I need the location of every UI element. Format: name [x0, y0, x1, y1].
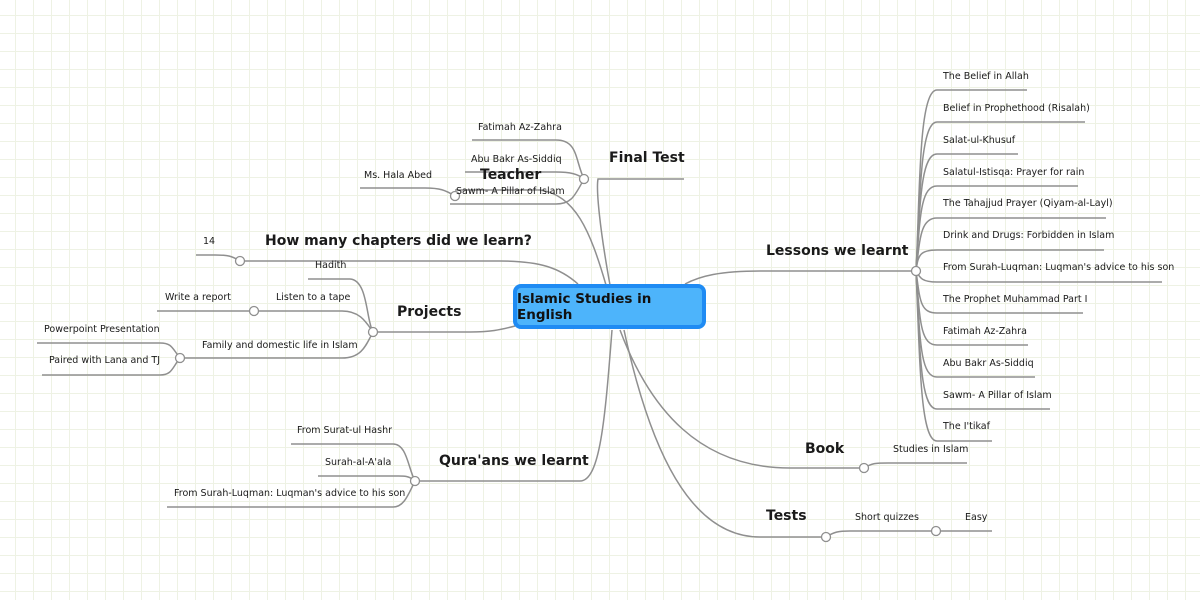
topic-chapters[interactable]: How many chapters did we learn?	[265, 233, 532, 249]
collapse-toggle-lessons[interactable]	[910, 265, 922, 277]
collapse-toggle-family[interactable]	[174, 352, 186, 364]
subtopic-teacher-1[interactable]: Ms. Hala Abed	[364, 170, 433, 181]
topic-tests[interactable]: Tests	[766, 508, 807, 524]
collapse-toggle-tests[interactable]	[820, 531, 832, 543]
edge-chapters-14	[196, 254, 241, 262]
subtopic-final-test-1[interactable]: Fatimah Az-Zahra	[478, 122, 562, 133]
subtopic-write-report[interactable]: Write a report	[165, 292, 231, 303]
collapse-toggle-projects[interactable]	[367, 326, 379, 338]
subtopic-lesson-2[interactable]: Belief in Prophethood (Risalah)	[943, 103, 1090, 114]
subtopic-lesson-9[interactable]: Fatimah Az-Zahra	[943, 326, 1027, 337]
edge-tests	[623, 329, 826, 538]
edge-qurans	[415, 329, 613, 482]
subtopic-projects-hadith[interactable]: Hadith	[315, 260, 347, 271]
subtopic-paired[interactable]: Paired with Lana and TJ	[49, 355, 161, 366]
edge-proj-hadith	[308, 278, 374, 333]
collapse-toggle-chapters[interactable]	[234, 255, 246, 267]
topic-final-test[interactable]: Final Test	[609, 150, 685, 166]
edge-book-studies	[863, 462, 967, 469]
collapse-toggle-short-quizzes[interactable]	[930, 525, 942, 537]
edge-teacher-hala	[360, 187, 456, 197]
subtopic-book-1[interactable]: Studies in Islam	[893, 444, 969, 455]
subtopic-lesson-8[interactable]: The Prophet Muhammad Part I	[943, 294, 1088, 305]
subtopic-chapters-1[interactable]: 14	[203, 236, 216, 247]
subtopic-projects-listen-tape[interactable]: Listen to a tape	[276, 292, 351, 303]
topic-teacher[interactable]: Teacher	[480, 167, 542, 183]
edge-lessons	[684, 270, 916, 285]
central-topic[interactable]: Islamic Studies in English	[513, 284, 706, 329]
collapse-toggle-listen-tape[interactable]	[248, 305, 260, 317]
subtopic-lesson-7[interactable]: From Surah-Luqman: Luqman's advice to hi…	[943, 262, 1175, 273]
subtopic-projects-family[interactable]: Family and domestic life in Islam	[202, 340, 358, 351]
subtopic-lesson-1[interactable]: The Belief in Allah	[943, 71, 1029, 82]
collapse-toggle-teacher[interactable]	[449, 190, 461, 202]
subtopic-easy[interactable]: Easy	[965, 512, 988, 523]
collapse-toggle-final-test[interactable]	[578, 173, 590, 185]
collapse-toggle-book[interactable]	[858, 462, 870, 474]
edge-final-test	[596, 178, 684, 286]
subtopic-lesson-4[interactable]: Salatul-Istisqa: Prayer for rain	[943, 167, 1085, 178]
subtopic-short-quizzes[interactable]: Short quizzes	[855, 512, 919, 523]
topic-qurans[interactable]: Qura'ans we learnt	[439, 453, 589, 469]
topic-projects[interactable]: Projects	[397, 304, 462, 320]
edge-projects	[373, 325, 516, 333]
edge-teacher	[455, 189, 607, 286]
subtopic-qurans-2[interactable]: Surah-al-A'ala	[325, 457, 392, 468]
central-topic-label: Islamic Studies in English	[517, 290, 652, 323]
edge-tests-short	[825, 530, 936, 538]
edge-q-aala	[318, 475, 416, 482]
topic-lessons[interactable]: Lessons we learnt	[766, 243, 909, 259]
subtopic-lesson-12[interactable]: The I'tikaf	[943, 421, 990, 432]
subtopic-qurans-1[interactable]: From Surat-ul Hashr	[297, 425, 393, 436]
subtopic-final-test-3[interactable]: Sawm- A Pillar of Islam	[456, 186, 565, 197]
subtopic-powerpoint[interactable]: Powerpoint Presentation	[44, 324, 160, 335]
subtopic-lesson-5[interactable]: The Tahajjud Prayer (Qiyam-al-Layl)	[943, 198, 1113, 209]
subtopic-lesson-10[interactable]: Abu Bakr As-Siddiq	[943, 358, 1034, 369]
subtopic-final-test-2[interactable]: Abu Bakr As-Siddiq	[471, 154, 562, 165]
edge-book	[619, 329, 864, 469]
topic-book[interactable]: Book	[805, 441, 845, 457]
subtopic-lesson-6[interactable]: Drink and Drugs: Forbidden in Islam	[943, 230, 1115, 241]
subtopic-lesson-11[interactable]: Sawm- A Pillar of Islam	[943, 390, 1052, 401]
collapse-toggle-qurans[interactable]	[409, 475, 421, 487]
subtopic-qurans-3[interactable]: From Surah-Luqman: Luqman's advice to hi…	[174, 488, 406, 499]
edge-proj-tape	[254, 310, 374, 333]
edge-chapters	[240, 260, 579, 285]
subtopic-lesson-3[interactable]: Salat-ul-Khusuf	[943, 135, 1016, 146]
edge-ft-sawm	[450, 178, 585, 205]
edge-ft-fatimah	[472, 139, 585, 180]
